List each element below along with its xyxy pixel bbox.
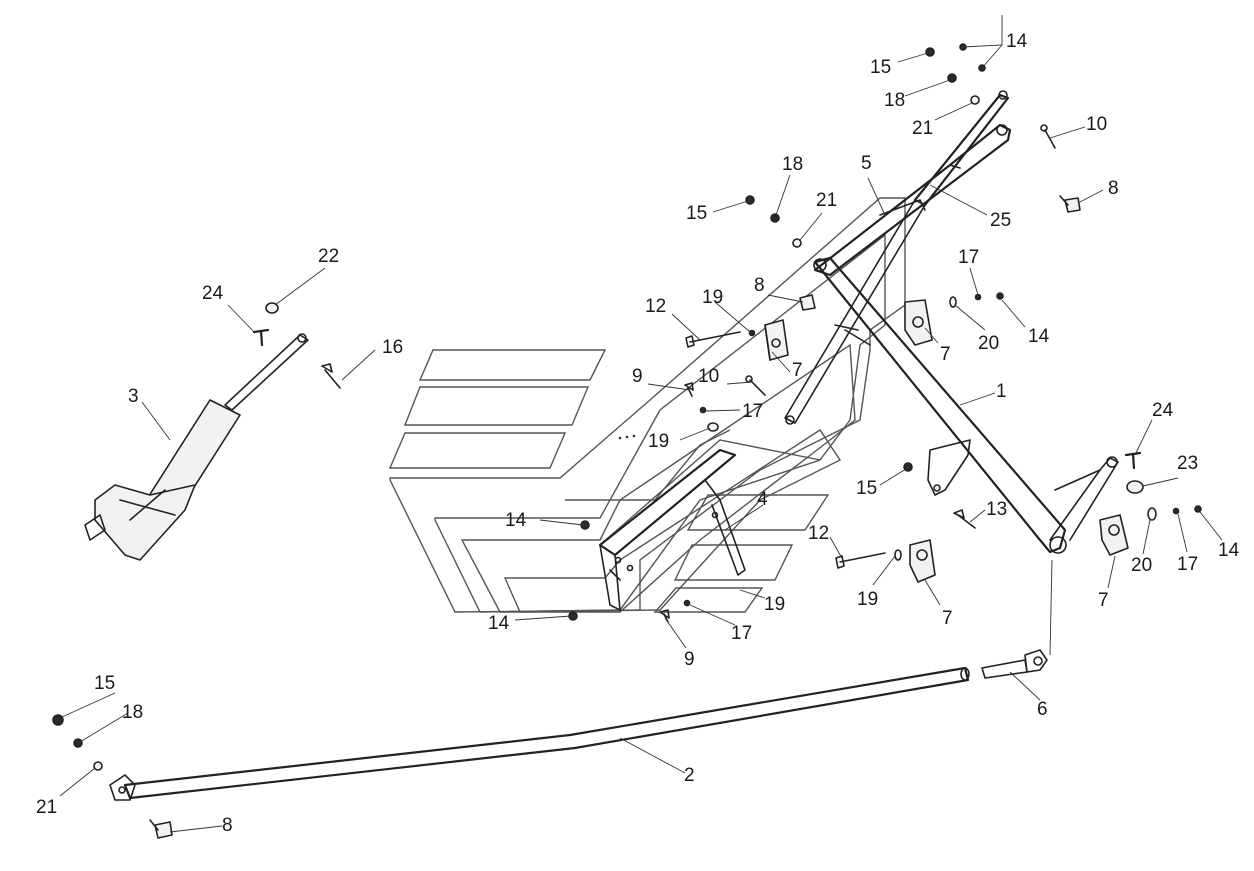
callout-20a: 20 [978, 333, 999, 354]
small-hardware [52, 43, 1202, 771]
callout-labels: 1 2 3 4 5 6 7 7 7 7 8 8 8 9 9 10 10 12 1… [36, 31, 1240, 836]
bolt-13 [953, 509, 976, 529]
callout-19a: 19 [702, 287, 723, 308]
gas-strut-part-25 [784, 90, 1010, 425]
callout-10a: 10 [1086, 114, 1107, 135]
seat-frame-outline [388, 197, 906, 613]
hinge-bracket-7-right [1099, 514, 1129, 556]
callout-9b: 9 [684, 649, 695, 670]
callout-24b: 24 [1152, 400, 1174, 421]
hinge-bracket-7-right-upper [904, 299, 933, 346]
callout-12b: 12 [808, 523, 829, 544]
callout-15a: 15 [870, 57, 891, 78]
callout-2: 2 [684, 765, 695, 786]
rod-end-part-6 [981, 559, 1053, 679]
callout-19b: 19 [648, 431, 669, 452]
callout-16: 16 [382, 337, 403, 358]
bolt-10-lower [745, 375, 766, 396]
callout-14d: 14 [488, 613, 510, 634]
callout-18a: 18 [884, 90, 905, 111]
callout-7c: 7 [942, 608, 953, 629]
callout-17d: 17 [1177, 554, 1198, 575]
callout-21b: 21 [816, 190, 837, 211]
callout-5: 5 [861, 153, 872, 174]
link-rod-part-2 [109, 666, 970, 801]
callout-17b: 17 [742, 401, 763, 422]
callout-25: 25 [990, 210, 1011, 231]
callout-21a: 21 [912, 118, 933, 139]
clip-24-left [252, 328, 270, 347]
callout-18c: 18 [122, 702, 143, 723]
callout-20b: 20 [1131, 555, 1152, 576]
bolt-10-upper [1040, 124, 1056, 149]
callout-8b: 8 [754, 275, 765, 296]
callout-9a: 9 [632, 366, 643, 387]
callout-18b: 18 [782, 154, 803, 175]
callout-17c: 17 [731, 623, 752, 644]
callout-15b: 15 [686, 203, 707, 224]
detail-dots [618, 434, 636, 440]
callout-21c: 21 [36, 797, 57, 818]
pin-16 [321, 363, 341, 389]
actuator-part-3 [84, 333, 309, 561]
callout-12a: 12 [645, 296, 666, 317]
callout-15d: 15 [94, 673, 115, 694]
pin-9-upper [684, 382, 694, 397]
callout-17a: 17 [958, 247, 979, 268]
leader-lines [59, 15, 1223, 833]
callout-14e: 14 [1218, 540, 1240, 561]
callout-7d: 7 [1098, 590, 1109, 611]
callout-3: 3 [128, 386, 139, 407]
callout-10b: 10 [698, 366, 719, 387]
callout-23: 23 [1177, 453, 1198, 474]
bolt-8-bottom [149, 819, 173, 839]
callout-22: 22 [318, 246, 339, 267]
callout-7a: 7 [940, 344, 951, 365]
callout-7b: 7 [792, 360, 803, 381]
callout-4: 4 [757, 489, 768, 510]
callout-14a: 14 [1006, 31, 1028, 52]
callout-19c: 19 [764, 594, 785, 615]
upper-arm-part-5 [813, 123, 1012, 277]
callout-15c: 15 [856, 478, 877, 499]
callout-8a: 8 [1108, 178, 1119, 199]
bolt-12-lower [835, 552, 886, 569]
callout-14c: 14 [505, 510, 527, 531]
lever-arm-part-1 [813, 256, 1119, 554]
callout-13: 13 [986, 499, 1007, 520]
bolt-8-middle [799, 294, 816, 311]
callout-6: 6 [1037, 699, 1048, 720]
callout-14b: 14 [1028, 326, 1050, 347]
bolt-8-top [1059, 195, 1081, 213]
callout-1: 1 [996, 381, 1007, 402]
hinge-bracket-7-upper [764, 319, 789, 361]
callout-24a: 24 [202, 283, 224, 304]
hinge-bracket-7-middle [909, 539, 936, 583]
clip-24-right [1124, 451, 1142, 470]
bolt-12-upper [685, 331, 741, 348]
bracket-part-4 [598, 448, 746, 611]
callout-8c: 8 [222, 815, 233, 836]
callout-19d: 19 [857, 589, 878, 610]
